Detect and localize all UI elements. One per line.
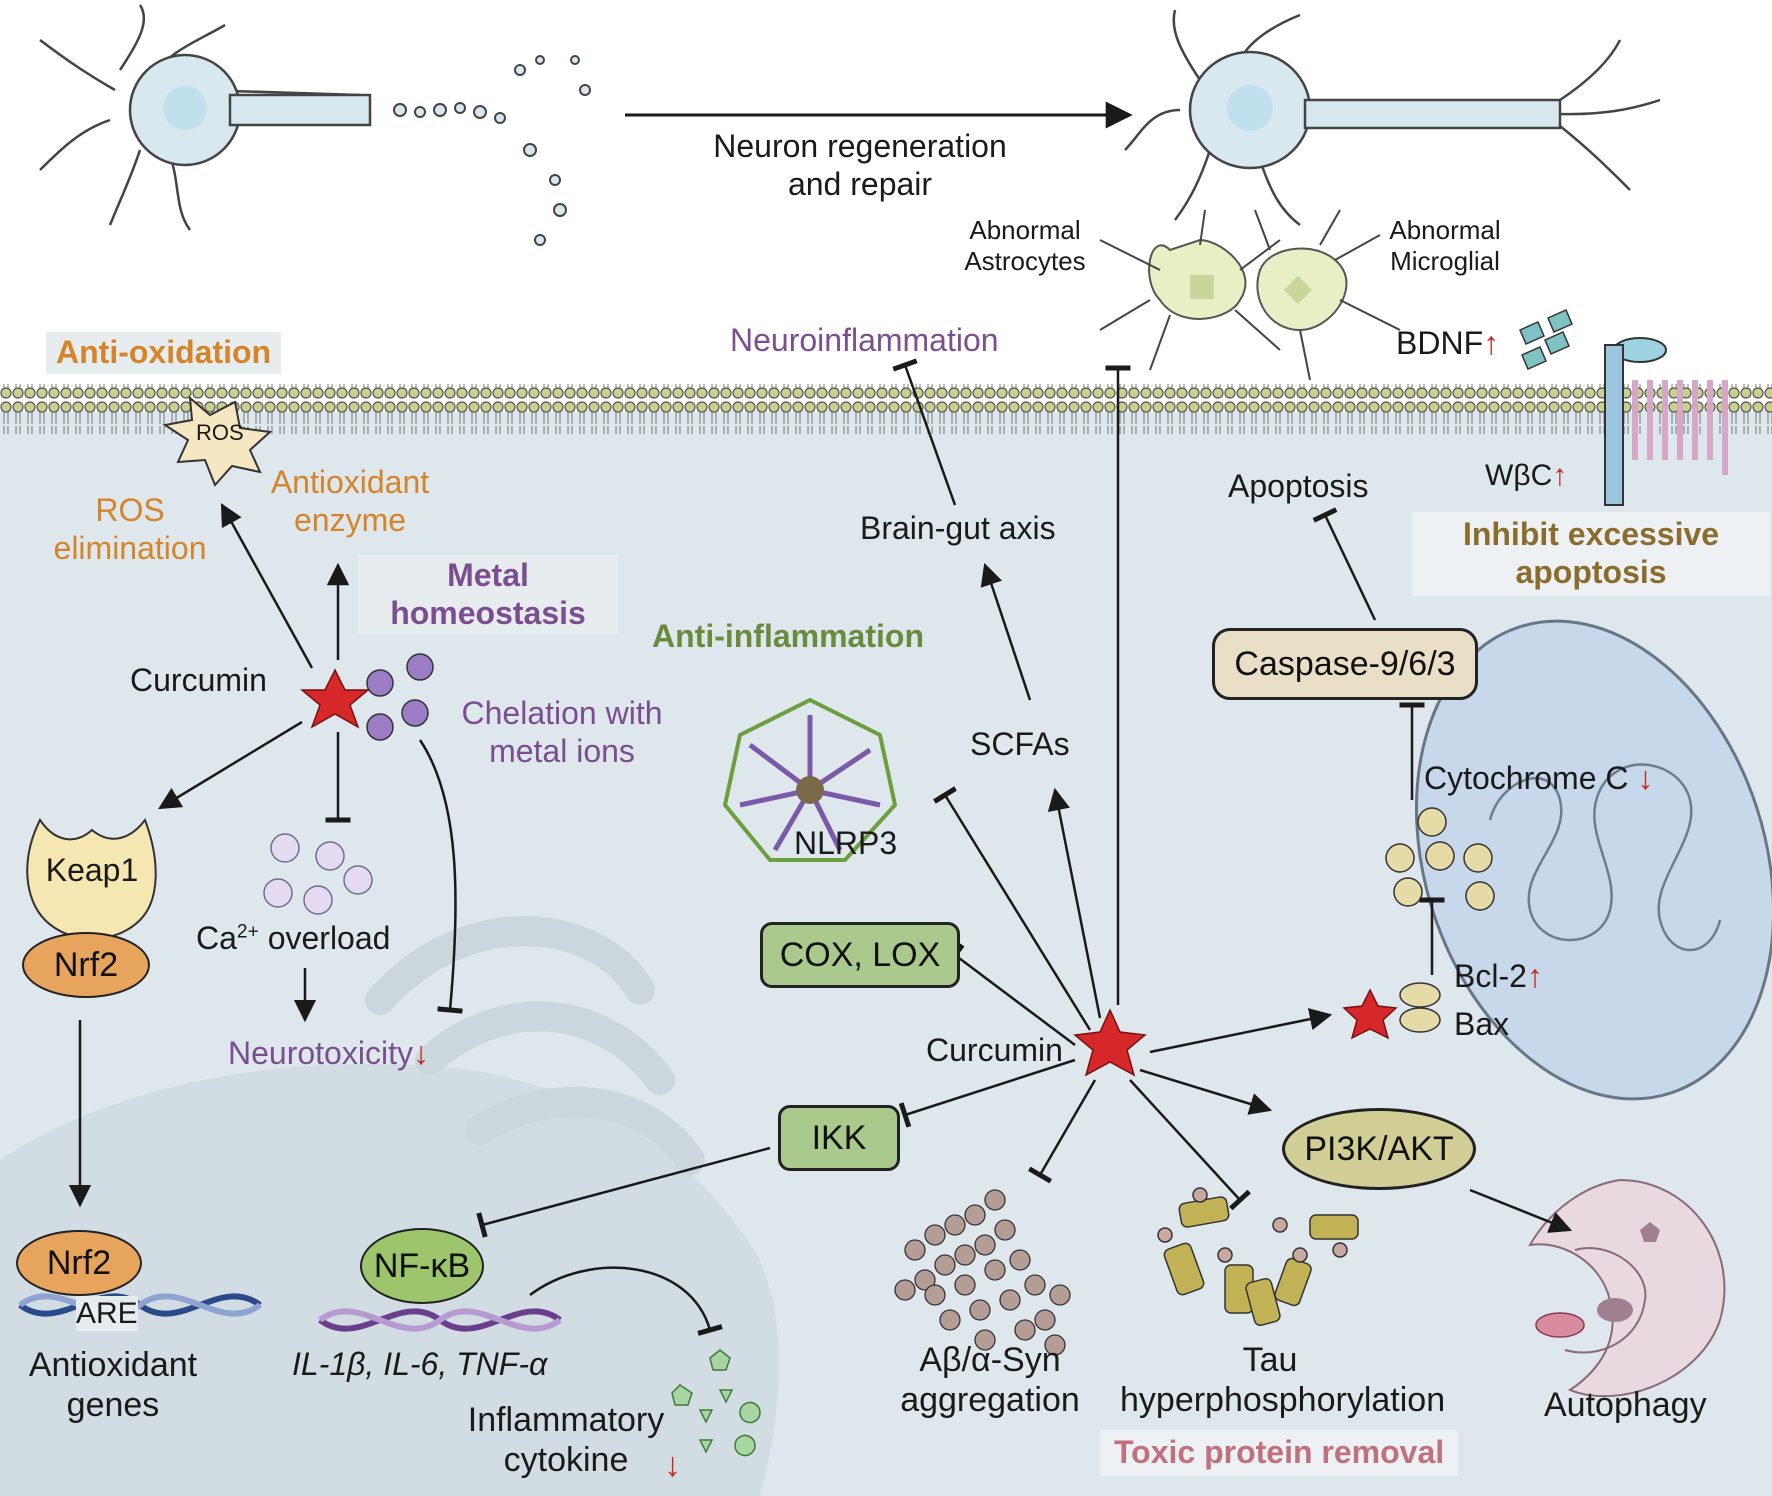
anti-inflammation-title: Anti-inflammation	[652, 618, 924, 654]
curcumin-star-mito	[1342, 988, 1398, 1040]
bcl2-bax-complex	[1399, 982, 1441, 1033]
microglia	[1254, 209, 1401, 381]
brain-gut-axis-label: Brain-gut axis	[860, 510, 1056, 546]
ros-burst	[162, 395, 273, 487]
abnormal-microglial-label: Abnormal Microglial	[1389, 215, 1501, 276]
neuron-regeneration-label: Neuron regeneration and repair	[713, 128, 1007, 202]
cell-membrane	[0, 384, 1772, 434]
antioxidant-enzyme-label: Antioxidant enzyme	[270, 464, 430, 538]
curcumin-center-label: Curcumin	[926, 1032, 1063, 1068]
cox-lox-node: COX, LOX	[760, 922, 960, 988]
neurotoxicity-down-indicator: ↓	[412, 1035, 429, 1071]
abeta-aggregation-label: Aβ/α-Syn aggregation	[900, 1341, 1080, 1420]
dna-are	[18, 1293, 262, 1317]
cytokine-particles	[671, 1349, 761, 1457]
ca-overload-label: Ca2+ overload	[196, 920, 391, 956]
chelation-label: Chelation with metal ions	[461, 695, 663, 769]
cox-lox-label: COX, LOX	[779, 935, 941, 974]
nrf2-nucleus: Nrf2	[16, 1230, 142, 1296]
autophagy-label: Autophagy	[1544, 1386, 1707, 1424]
metal-ions	[366, 653, 434, 741]
apoptosis-label: Apoptosis	[1228, 468, 1369, 504]
abeta-aggregates	[894, 1189, 1071, 1356]
neuron-damaged	[39, 4, 591, 246]
autophagosome	[1528, 1178, 1726, 1398]
scfas-label: SCFAs	[970, 726, 1070, 762]
nlrp3-inflammasome	[722, 697, 898, 862]
neurotoxicity-label: Neurotoxicity↓	[228, 1035, 429, 1071]
ros-label: ROS	[196, 420, 244, 445]
antioxidant-genes-label: Antioxidant genes	[28, 1346, 198, 1425]
toxic-protein-removal-title: Toxic protein removal	[1100, 1430, 1459, 1476]
tau-hyperphosphorylation-label: Tau hyperphosphorylation	[1120, 1341, 1446, 1420]
nfkb-node: NF-κB	[360, 1228, 484, 1304]
dna-nfkb	[318, 1308, 562, 1332]
bcl2-up-indicator: ↑	[1526, 958, 1543, 994]
nrf2-cytoplasm: Nrf2	[22, 932, 150, 998]
nrf2-nucleus-label: Nrf2	[46, 1243, 112, 1282]
cytochrome-c-particles	[1385, 807, 1495, 911]
pi3k-akt-node: PI3K/AKT	[1282, 1108, 1476, 1190]
ros-elimination-label: ROS elimination	[53, 492, 207, 566]
mitochondrion	[1414, 619, 1772, 1101]
nfkb-label: NF-κB	[373, 1246, 471, 1285]
ikk-label: IKK	[811, 1118, 867, 1157]
cytokine-down-indicator: ↓	[664, 1446, 681, 1484]
astrocyte	[1099, 209, 1281, 371]
pi3k-akt-label: PI3K/AKT	[1304, 1129, 1454, 1168]
bcl2-label: Bcl-2↑	[1454, 958, 1543, 994]
abnormal-astrocytes-label: Abnormal Astrocytes	[964, 215, 1086, 276]
caspase-label: Caspase-9/6/3	[1234, 644, 1456, 683]
cytokine-genes-label: IL-1β, IL-6, TNF-α	[292, 1346, 548, 1382]
are-label: ARE	[76, 1296, 138, 1332]
inhibit-apoptosis-title: Inhibit excessive apoptosis	[1412, 512, 1770, 596]
keap1-label: Keap1	[45, 852, 139, 888]
anti-oxidation-title: Anti-oxidation	[46, 332, 282, 374]
keap1-shape	[26, 817, 157, 940]
ikk-node: IKK	[778, 1105, 900, 1171]
neuron-healthy	[1124, 9, 1661, 226]
curcumin-star-center	[1073, 1008, 1147, 1077]
bdnf-up-indicator: ↑	[1483, 325, 1500, 361]
bdnf-molecules	[1519, 309, 1573, 370]
nlrp3-label: NLRP3	[794, 825, 898, 861]
curcumin-star-left	[299, 668, 371, 729]
cytochrome-c-label: Cytochrome C ↓	[1424, 760, 1654, 796]
neuroinflammation-label: Neuroinflammation	[730, 322, 999, 358]
calcium-ions	[263, 833, 373, 915]
caspase-node: Caspase-9/6/3	[1212, 628, 1478, 700]
curcumin-left-label: Curcumin	[130, 662, 267, 698]
pathway-lines	[68, 358, 1573, 1336]
endoplasmic-reticulum	[365, 916, 705, 1175]
cytochrome-down-indicator: ↓	[1637, 760, 1654, 796]
nrf2-label: Nrf2	[53, 945, 119, 984]
wbc-label: WβC↑	[1485, 459, 1568, 492]
bdnf-label: BDNF↑	[1396, 325, 1500, 361]
metal-homeostasis-title: Metal homeostasis	[358, 555, 618, 635]
wbc-up-indicator: ↑	[1552, 459, 1568, 492]
bax-label: Bax	[1454, 1006, 1510, 1042]
tau-tangles	[1157, 1187, 1359, 1327]
inflammatory-cytokine-label: Inflammatory cytokine	[467, 1401, 665, 1480]
wnt-receptor	[1604, 337, 1728, 506]
